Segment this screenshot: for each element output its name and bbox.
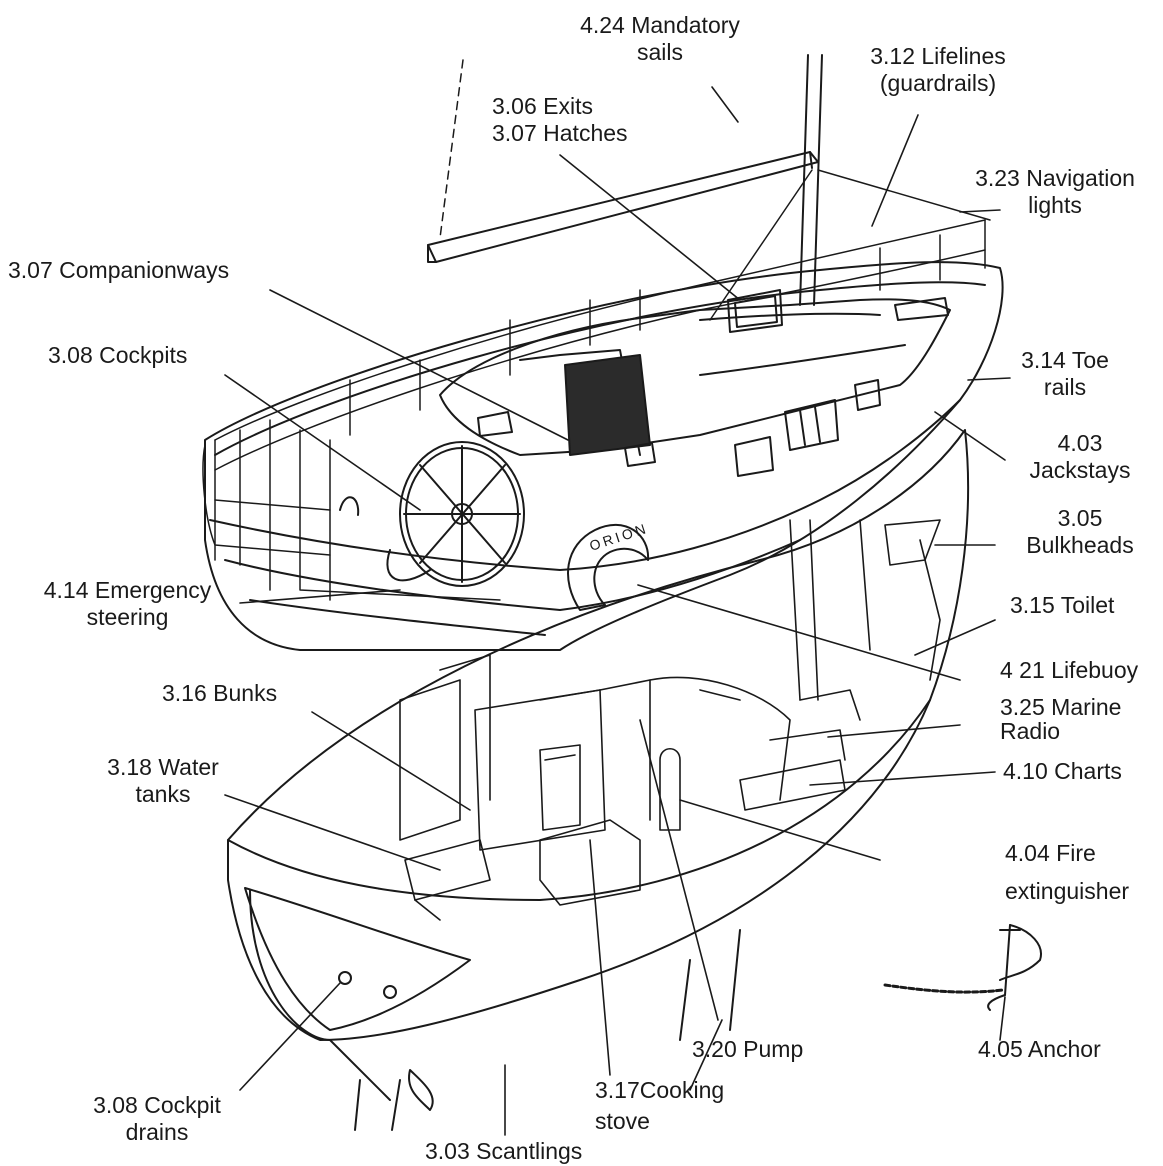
keel-and-rudder <box>354 929 741 1131</box>
emergency-tiller <box>339 496 431 582</box>
label-line: 3.05 <box>1057 505 1103 531</box>
label-line: (guardrails) <box>879 70 997 96</box>
label-charts: 4.10 Charts <box>1003 758 1153 785</box>
label-line: 3.17Cooking <box>595 1077 725 1103</box>
deck-hatch <box>727 289 949 333</box>
label-line: stove <box>595 1108 650 1134</box>
shroud <box>709 169 813 321</box>
label-line: 3.08 Cockpit <box>93 1092 221 1118</box>
label-line: 3.15 Toilet <box>1010 592 1115 618</box>
lower-hull <box>227 429 970 1101</box>
label-lifelines: 3.12 Lifelines (guardrails) <box>848 43 1028 97</box>
label-line: extinguisher <box>1005 878 1130 904</box>
label-bunks: 3.16 Bunks <box>162 680 302 707</box>
label-companionways: 3.07 Companionways <box>8 257 278 284</box>
label-line: 3.25 Marine <box>1000 694 1122 720</box>
label-navigation-lights: 3.23 Navigation lights <box>950 165 1160 219</box>
label-line: 3.23 Navigation <box>975 165 1135 191</box>
label-line: 4.05 Anchor <box>978 1036 1101 1062</box>
label-line: 3.06 Exits <box>492 93 593 119</box>
label-line: sails <box>636 39 683 65</box>
anchor <box>883 924 1042 1011</box>
label-line: steering <box>86 604 169 630</box>
upper-hull <box>204 261 1004 651</box>
label-cockpits: 3.08 Cockpits <box>48 342 228 369</box>
label-line: Jackstays <box>1029 457 1131 483</box>
label-line: 3.07 Companionways <box>8 257 230 283</box>
label-exits-hatches: 3.06 Exits 3.07 Hatches <box>492 93 692 147</box>
label-emergency-steering: 4.14 Emergency steering <box>25 577 230 631</box>
lifeline-stanchions <box>214 219 986 591</box>
label-line: 4.10 Charts <box>1003 758 1122 784</box>
label-line: Radio <box>1000 718 1061 744</box>
label-toilet: 3.15 Toilet <box>1010 592 1160 619</box>
label-fire-extinguisher: 4.04 Fire extinguisher <box>1005 834 1160 910</box>
label-jackstays: 4.03 Jackstays <box>1010 430 1150 484</box>
label-toe-rails: 3.14 Toe rails <box>1005 347 1125 401</box>
label-lifebuoy: 4 21 Lifebuoy <box>1000 657 1160 684</box>
label-line: rails <box>1043 374 1087 400</box>
companionway-hatch <box>564 354 651 456</box>
backstay-dashed <box>439 59 464 239</box>
label-line: 4.04 Fire <box>1005 840 1096 866</box>
label-line: 4.03 <box>1057 430 1103 456</box>
boom <box>427 151 819 263</box>
label-line: 4.14 Emergency <box>43 577 212 603</box>
label-line: 3.14 Toe <box>1021 347 1109 373</box>
label-water-tanks: 3.18 Water tanks <box>88 754 238 808</box>
label-line: drains <box>125 1119 189 1145</box>
label-line: lights <box>1028 192 1082 218</box>
label-mandatory-sails: 4.24 Mandatory sails <box>560 12 760 66</box>
label-line: 4.24 Mandatory <box>580 12 740 38</box>
stern-pulpit <box>202 429 501 601</box>
cabin-house <box>439 298 951 456</box>
label-anchor: 4.05 Anchor <box>978 1036 1138 1063</box>
portlights <box>477 379 881 477</box>
label-line: 3.12 Lifelines <box>870 43 1006 69</box>
mast <box>799 54 823 306</box>
label-line: tanks <box>135 781 191 807</box>
label-line: Bulkheads <box>1026 532 1134 558</box>
leader-lines <box>224 86 1011 1136</box>
steering-wheel <box>399 441 525 587</box>
label-scantlings: 3.03 Scantlings <box>425 1138 625 1165</box>
label-cockpit-drains: 3.08 Cockpit drains <box>72 1092 242 1146</box>
label-bulkheads: 3.05 Bulkheads <box>1005 505 1155 559</box>
label-line: 3.16 Bunks <box>162 680 278 706</box>
label-line: 3.08 Cockpits <box>48 342 188 368</box>
label-pump: 3.20 Pump <box>692 1036 842 1063</box>
interior-furniture <box>399 519 941 921</box>
label-line: 3.20 Pump <box>692 1036 804 1062</box>
label-marine-radio: 3.25 Marine Radio <box>1000 695 1150 743</box>
label-line: 3.18 Water <box>107 754 219 780</box>
label-cooking-stove: 3.17Cooking stove <box>595 1075 755 1137</box>
lifebuoy <box>567 523 650 611</box>
label-line: 3.07 Hatches <box>492 120 628 146</box>
label-line: 4 21 Lifebuoy <box>1000 657 1139 683</box>
label-line: 3.03 Scantlings <box>425 1138 583 1164</box>
